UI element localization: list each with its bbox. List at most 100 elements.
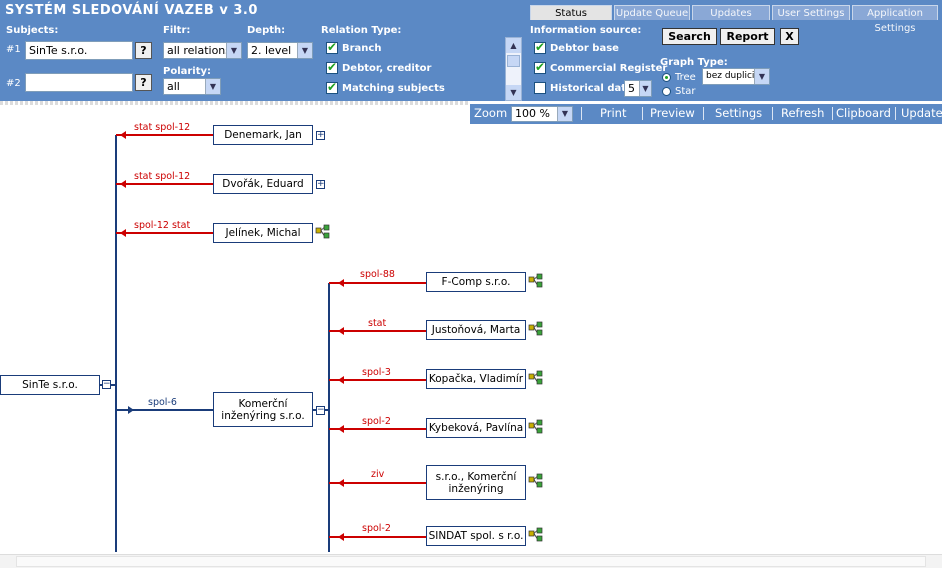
arrow-icon bbox=[120, 229, 126, 237]
horizontal-scrollbar[interactable] bbox=[0, 554, 942, 568]
edge-label: ziv bbox=[371, 469, 385, 480]
chevron-down-icon: ▼ bbox=[205, 79, 220, 94]
zoom-select[interactable]: 100 % ▼ bbox=[511, 106, 573, 122]
toolbar: Zoom 100 % ▼ Print Preview Settings Refr… bbox=[470, 104, 942, 124]
info-historical-data-checkbox[interactable]: Historical data bbox=[534, 82, 633, 94]
graph-type-star-radio[interactable]: Star bbox=[662, 86, 696, 97]
historical-data-select[interactable]: 5 ▼ bbox=[624, 80, 652, 97]
node-sindat[interactable]: SINDAT spol. s r.o. bbox=[426, 526, 526, 546]
scroll-up-icon[interactable]: ▲ bbox=[506, 38, 521, 53]
subject-1-lookup-button[interactable]: ? bbox=[135, 42, 152, 59]
info-commercial-register-label: Commercial Register bbox=[550, 62, 668, 74]
arrow-icon bbox=[338, 327, 344, 335]
clipboard-button[interactable]: Clipboard bbox=[836, 106, 891, 120]
chevron-down-icon: ▼ bbox=[297, 43, 312, 58]
node-dvorak-eduard[interactable]: Dvořák, Eduard bbox=[213, 174, 313, 194]
root-node[interactable]: SinTe s.r.o. bbox=[0, 375, 100, 395]
node-denemark-jan[interactable]: Denemark, Jan bbox=[213, 125, 313, 145]
network-expand-icon[interactable] bbox=[528, 273, 543, 288]
network-expand-icon[interactable] bbox=[528, 473, 543, 488]
preview-button[interactable]: Preview bbox=[650, 106, 695, 120]
node-kybekova-pavlina[interactable]: Kybeková, Pavlína bbox=[426, 418, 526, 438]
arrow-icon bbox=[128, 406, 134, 414]
depth-select[interactable]: 2. level ▼ bbox=[247, 42, 313, 59]
info-source-label: Information source: bbox=[530, 25, 642, 36]
collapse-icon[interactable]: − bbox=[102, 379, 111, 389]
graph-type-tree-label: Tree bbox=[675, 72, 696, 83]
graph-type-star-label: Star bbox=[675, 86, 696, 97]
polarity-select[interactable]: all ▼ bbox=[163, 78, 221, 95]
filter-select-value: all relations bbox=[167, 44, 231, 57]
depth-label: Depth: bbox=[247, 25, 286, 36]
node-komercni-inzenyring[interactable]: Komerční inženýring s.r.o. bbox=[213, 392, 313, 427]
check-icon: ✔ bbox=[327, 40, 338, 54]
tab-bar: Status Update Queue Updates User Setting… bbox=[530, 5, 940, 34]
graph-type-tree-radio[interactable]: Tree bbox=[662, 72, 696, 83]
app-title: SYSTÉM SLEDOVÁNÍ VAZEB v 3.0 bbox=[5, 3, 258, 18]
filter-select[interactable]: all relations ▼ bbox=[163, 42, 242, 59]
historical-data-value: 5 bbox=[628, 82, 635, 95]
edge-label: spol-2 bbox=[362, 416, 391, 427]
relation-type-scrollbar[interactable]: ▲ ▼ bbox=[505, 37, 522, 101]
subject-2-input[interactable] bbox=[25, 73, 133, 92]
scroll-thumb[interactable] bbox=[507, 55, 520, 67]
node-fcomp[interactable]: F-Comp s.r.o. bbox=[426, 272, 526, 292]
edge-label: spol-88 bbox=[360, 269, 395, 280]
check-icon: ✔ bbox=[535, 40, 546, 54]
close-button[interactable]: X bbox=[780, 28, 799, 45]
report-button[interactable]: Report bbox=[720, 28, 775, 45]
edge-label: spol-6 bbox=[148, 397, 177, 408]
print-button[interactable]: Print bbox=[600, 106, 627, 120]
node-jelinek-michal[interactable]: Jelínek, Michal bbox=[213, 223, 313, 243]
check-icon: ✔ bbox=[327, 60, 338, 74]
tab-update-queue[interactable]: Update Queue bbox=[614, 5, 690, 20]
tab-user-settings[interactable]: User Settings bbox=[772, 5, 850, 20]
expand-plus-icon[interactable]: + bbox=[316, 130, 325, 140]
network-expand-icon[interactable] bbox=[528, 321, 543, 336]
horizontal-scroll-thumb[interactable] bbox=[16, 556, 926, 567]
scroll-down-icon[interactable]: ▼ bbox=[506, 85, 521, 100]
chevron-down-icon: ▼ bbox=[639, 81, 651, 96]
graph-mode-select[interactable]: bez duplicit ▼ bbox=[702, 68, 770, 85]
info-historical-data-label: Historical data bbox=[550, 82, 633, 94]
header-panel: SYSTÉM SLEDOVÁNÍ VAZEB v 3.0 Status Upda… bbox=[0, 0, 942, 101]
network-expand-icon[interactable] bbox=[315, 224, 330, 239]
expand-plus-icon[interactable]: + bbox=[316, 179, 325, 189]
settings-button[interactable]: Settings bbox=[715, 106, 763, 120]
relation-branch-label: Branch bbox=[342, 42, 382, 54]
relation-debtor-creditor-checkbox[interactable]: ✔ Debtor, creditor bbox=[326, 60, 431, 74]
subject-2-number: #2 bbox=[6, 78, 21, 89]
relation-type-label: Relation Type: bbox=[321, 25, 402, 36]
depth-select-value: 2. level bbox=[251, 44, 292, 57]
relation-matching-subjects-checkbox[interactable]: ✔ Matching subjects bbox=[326, 80, 445, 94]
graph-type-label: Graph Type: bbox=[660, 57, 728, 68]
subject-1-input[interactable]: SinTe s.r.o. bbox=[25, 41, 133, 60]
tab-updates[interactable]: Updates bbox=[692, 5, 770, 20]
filter-label: Filtr: bbox=[163, 25, 191, 36]
search-button[interactable]: Search bbox=[662, 28, 717, 45]
edge-label: spol-3 bbox=[362, 367, 391, 378]
edge-label: stat bbox=[368, 318, 387, 329]
refresh-button[interactable]: Refresh bbox=[781, 106, 825, 120]
collapse-icon[interactable]: − bbox=[316, 405, 325, 415]
tab-application-settings[interactable]: Application Settings bbox=[852, 5, 938, 34]
arrow-icon bbox=[338, 479, 344, 487]
edge-label: stat spol-12 bbox=[134, 122, 191, 133]
subject-1-number: #1 bbox=[6, 44, 21, 55]
node-kopacka-vladimir[interactable]: Kopačka, Vladimír bbox=[426, 369, 526, 389]
tab-status[interactable]: Status bbox=[530, 5, 612, 20]
subject-2-lookup-button[interactable]: ? bbox=[135, 74, 152, 91]
arrow-icon bbox=[338, 533, 344, 541]
info-commercial-register-checkbox[interactable]: ✔ Commercial Register bbox=[534, 60, 668, 74]
node-justonova-marta[interactable]: Justoňová, Marta bbox=[426, 320, 526, 340]
node-komercni-inzenyring-dup[interactable]: s.r.o., Komerční inženýring bbox=[426, 465, 526, 500]
edge-label: spol-2 bbox=[362, 523, 391, 534]
network-expand-icon[interactable] bbox=[528, 527, 543, 542]
relation-branch-checkbox[interactable]: ✔ Branch bbox=[326, 40, 382, 54]
chevron-down-icon: ▼ bbox=[226, 43, 241, 58]
info-debtor-base-checkbox[interactable]: ✔ Debtor base bbox=[534, 40, 619, 54]
update-button[interactable]: Update bbox=[901, 106, 942, 120]
network-expand-icon[interactable] bbox=[528, 370, 543, 385]
network-expand-icon[interactable] bbox=[528, 419, 543, 434]
relation-matching-subjects-label: Matching subjects bbox=[342, 82, 445, 94]
